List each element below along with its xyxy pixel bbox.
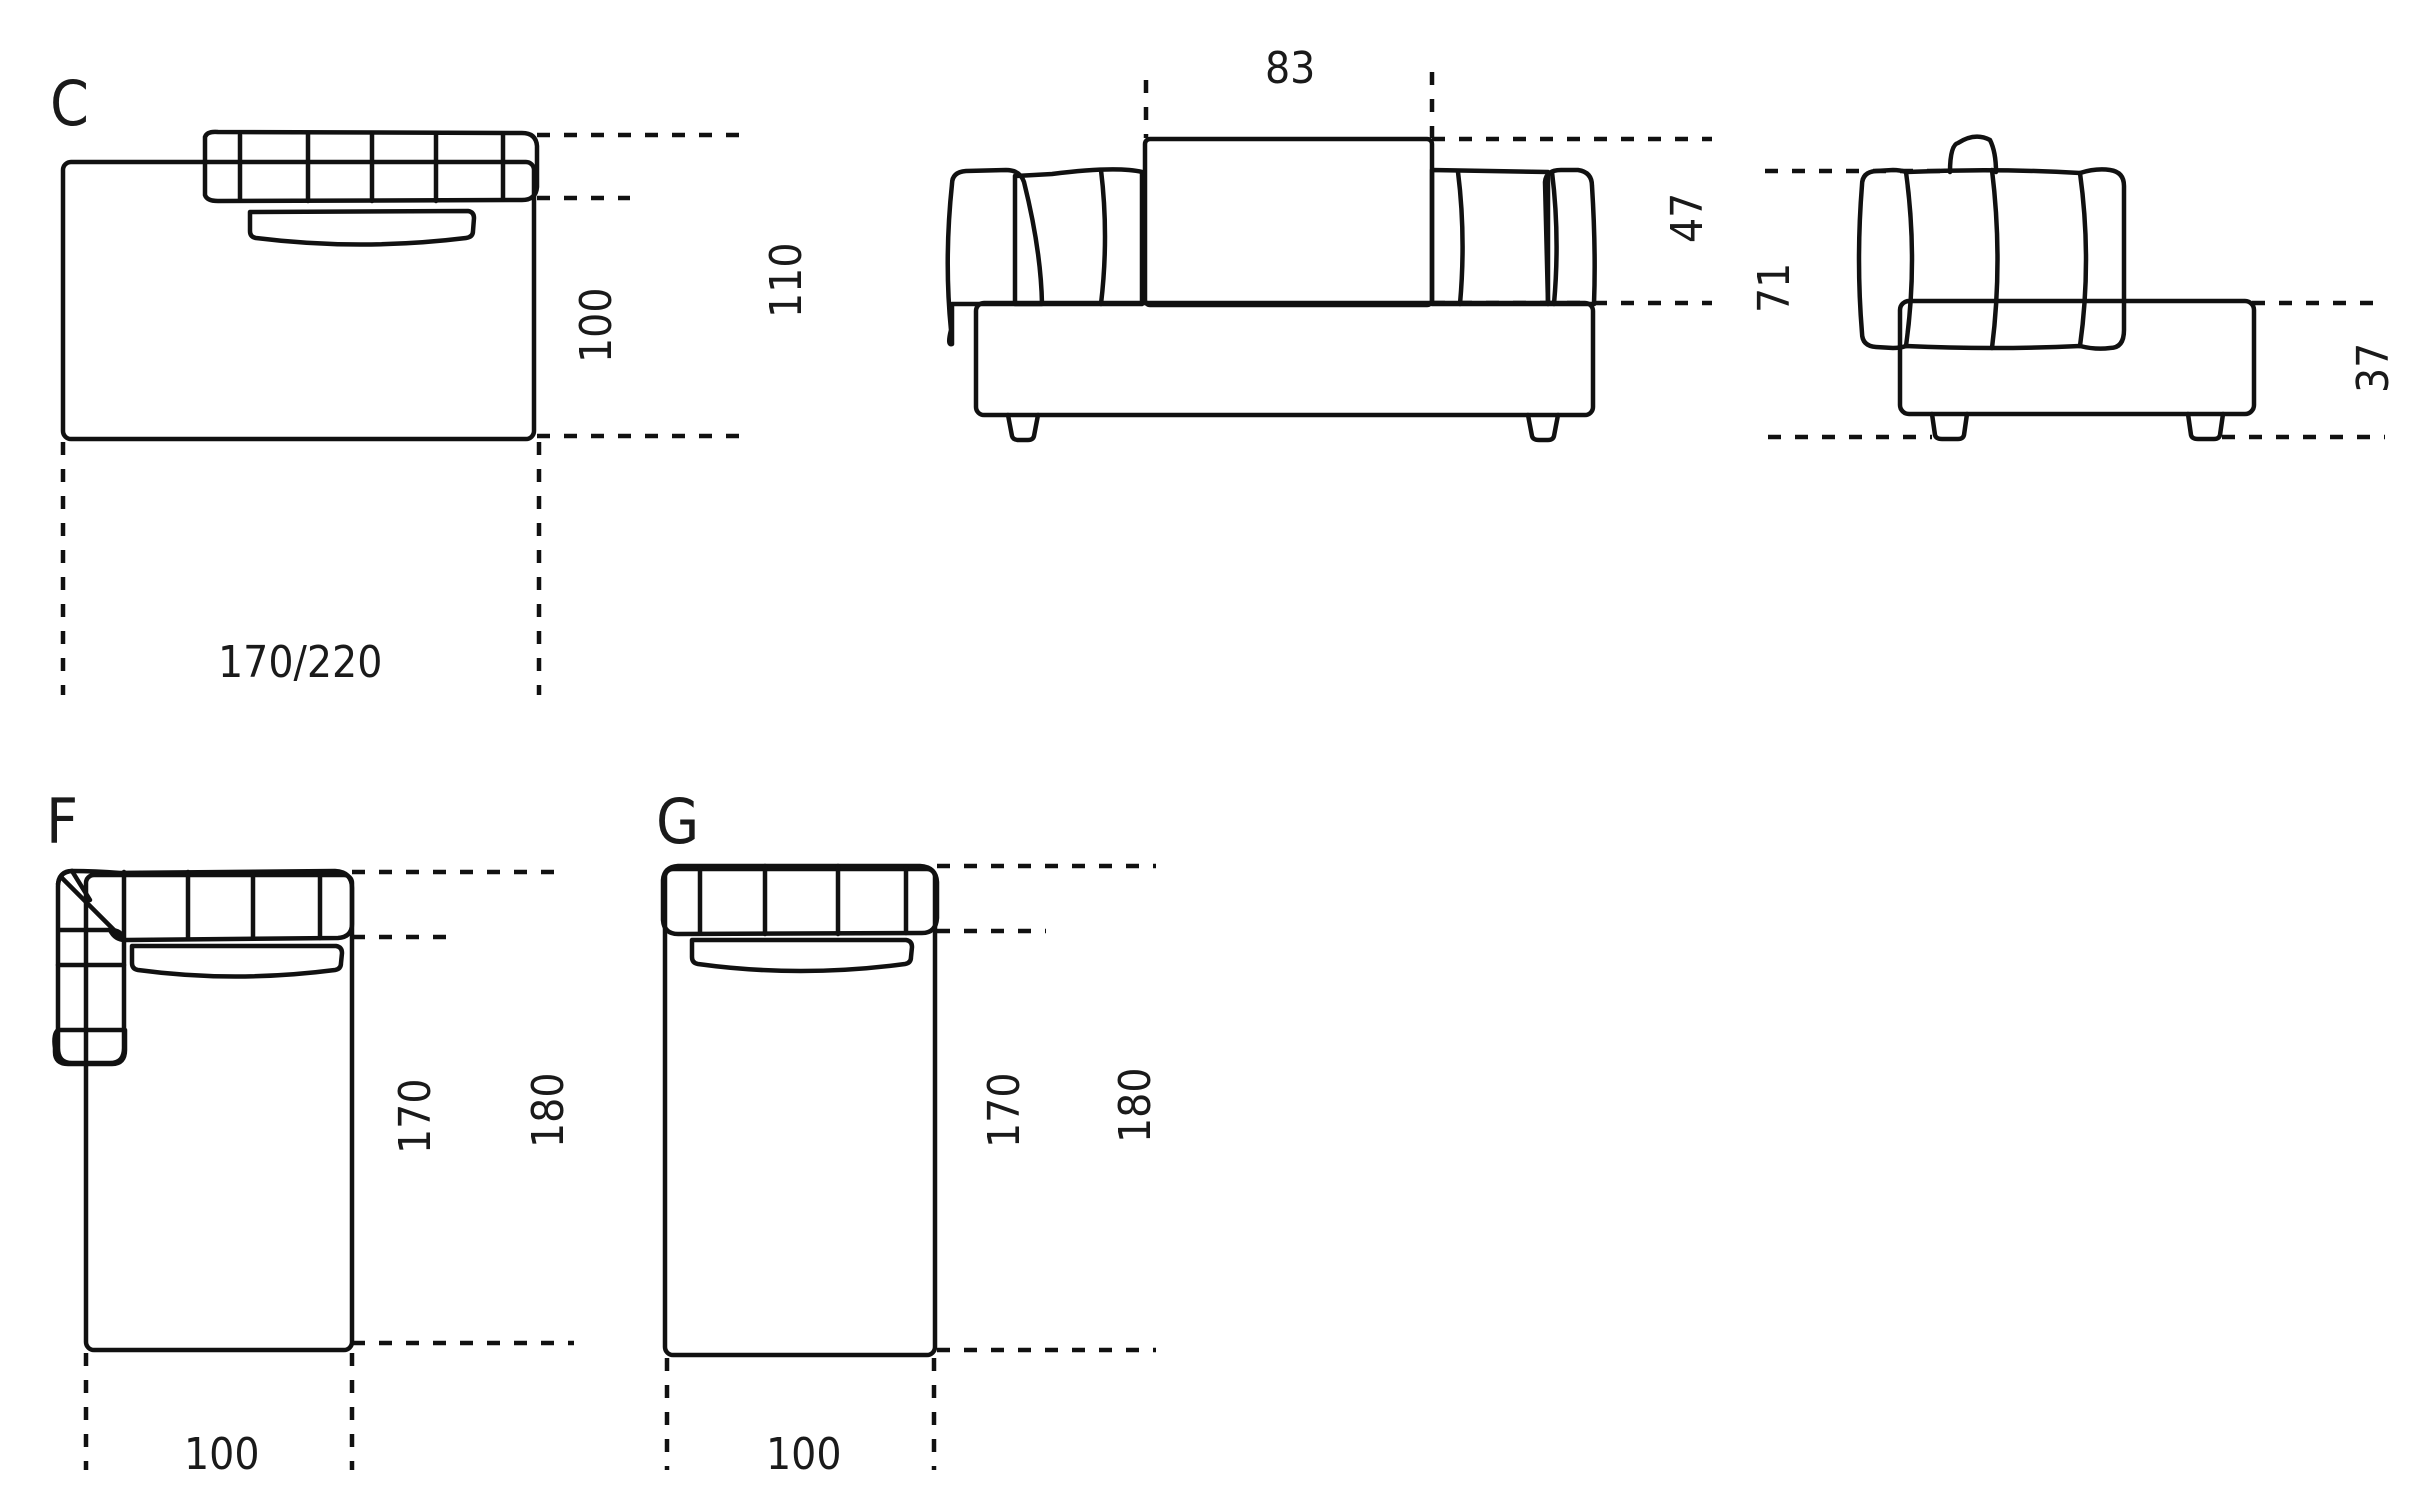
side-view: 37 <box>1765 134 2399 442</box>
module-f-top-view: F 170 180 100 <box>46 785 574 1480</box>
front-view-right-leg <box>1525 412 1561 443</box>
module-c-backrest-seams <box>237 130 506 204</box>
front-view-left-leg <box>1005 412 1041 443</box>
module-g-inner-length-label: 170 <box>979 1072 1030 1148</box>
module-f-outer-length-label: 180 <box>523 1072 574 1148</box>
front-view-seat-base <box>973 300 1596 418</box>
module-c-top-view: C 100 110 170/220 <box>50 67 812 695</box>
front-view-cushion-height-label: 47 <box>1662 193 1713 243</box>
front-view-back-seam-left <box>1098 167 1108 307</box>
front-view-back-left <box>1012 167 1145 307</box>
module-g-outer-length-label: 180 <box>1110 1067 1161 1143</box>
module-f-label: F <box>46 785 78 858</box>
front-view-back-seam-right <box>1455 169 1465 307</box>
module-f-width-label: 100 <box>184 1429 260 1480</box>
module-g-backrest-seams <box>697 863 909 937</box>
front-view-back-cushion <box>1142 136 1435 308</box>
module-f-back-cushion <box>129 943 345 979</box>
side-view-seat-base <box>1897 298 2257 417</box>
module-g-label: G <box>656 785 699 858</box>
module-g-seat-outline <box>662 866 938 1358</box>
module-f-seat-outline <box>83 872 355 1353</box>
module-f-inner-length-label: 170 <box>390 1078 441 1154</box>
module-g-top-view: G 170 180 100 <box>656 785 1161 1480</box>
front-view: 83 47 71 <box>945 43 1800 443</box>
module-g-width-label: 100 <box>766 1429 842 1480</box>
front-view-total-height-label: 71 <box>1749 263 1800 313</box>
front-view-cushion-width-label: 83 <box>1265 43 1315 94</box>
module-c-outer-depth-label: 110 <box>761 242 812 318</box>
module-f-arm-end <box>52 1027 128 1067</box>
front-view-left-arm <box>945 167 1045 347</box>
side-view-seat-height-label: 37 <box>2348 343 2399 393</box>
side-view-head-roll <box>1947 134 1999 175</box>
module-g-back-cushion <box>689 937 915 974</box>
module-c-seat-outline <box>60 159 537 442</box>
side-view-front-leg <box>2185 411 2226 442</box>
module-g-backrest <box>660 863 940 937</box>
module-c-width-label: 170/220 <box>218 637 382 688</box>
module-c-backrest <box>202 129 540 204</box>
front-view-back-right <box>1429 167 1551 307</box>
side-view-back-leg <box>1929 411 1970 442</box>
module-f-arm-seams <box>55 868 127 1033</box>
side-view-backrest-seams <box>1903 167 2089 351</box>
module-c-label: C <box>50 67 89 140</box>
module-c-inner-depth-label: 100 <box>571 287 622 363</box>
module-f-backrest-seams <box>121 869 323 941</box>
front-view-right-arm-seam <box>1549 169 1559 307</box>
module-c-back-cushion <box>247 208 477 247</box>
